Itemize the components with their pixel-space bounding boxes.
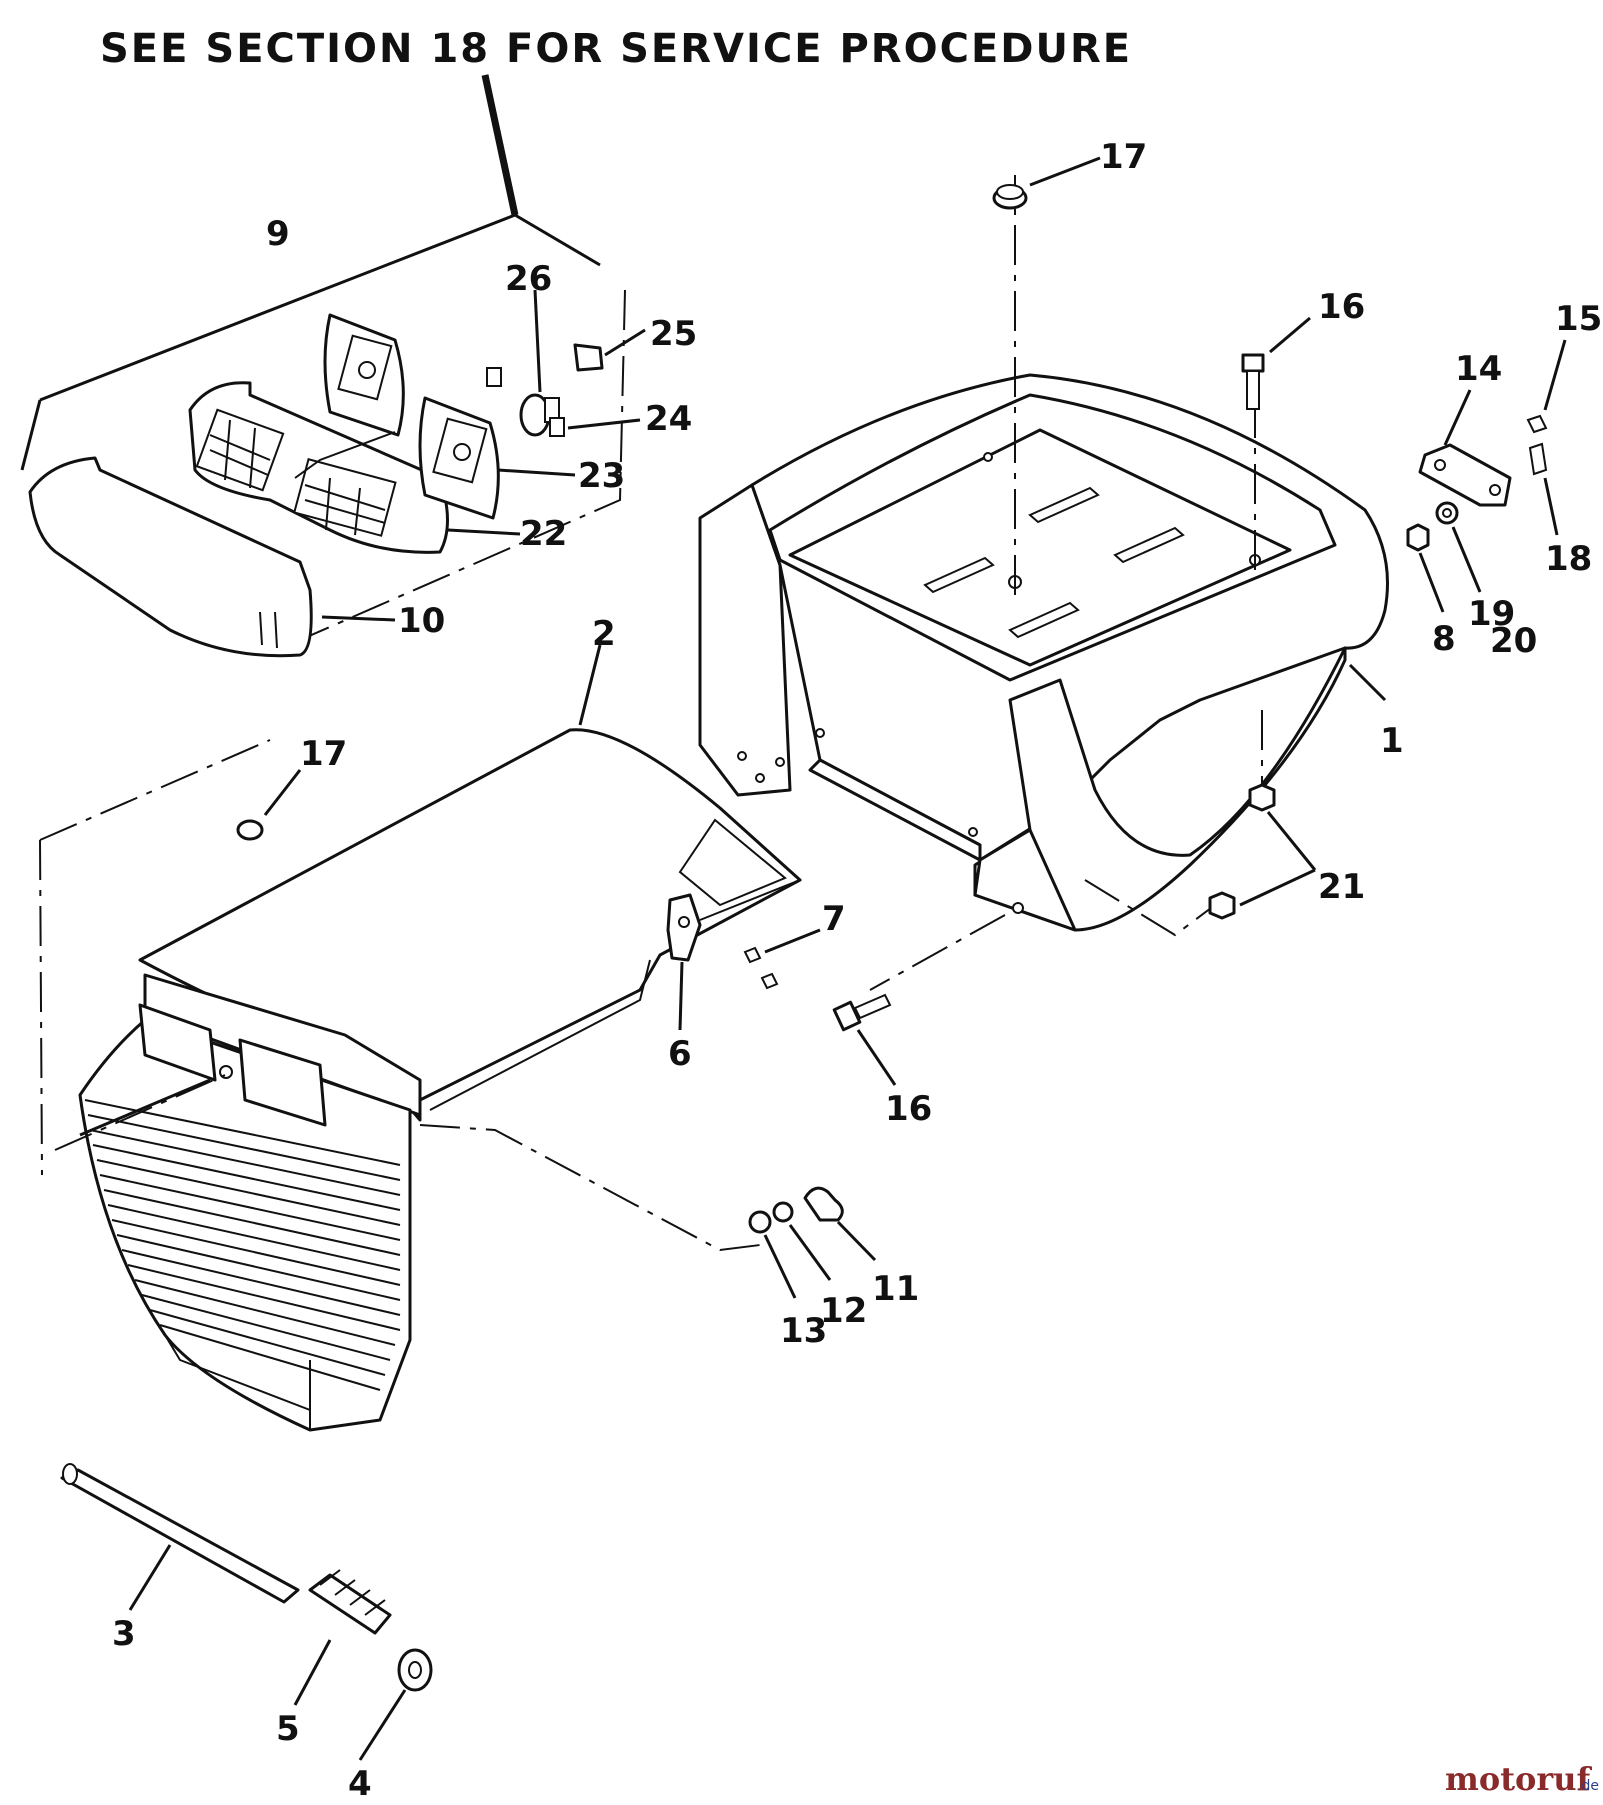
callout-14: 14	[1455, 349, 1502, 389]
nut-lower-part	[1208, 891, 1236, 920]
bolt-upper-shank	[1246, 370, 1260, 410]
group-bracket	[39, 213, 601, 402]
callout-21: 21	[1318, 867, 1365, 907]
callout-6: 6	[668, 1034, 692, 1074]
callout-16a: 16	[1318, 287, 1365, 327]
callout-26: 26	[505, 259, 552, 299]
screw-15-part	[1526, 414, 1548, 434]
bolt-lower-head	[832, 1000, 862, 1032]
fender-right-side	[973, 646, 1347, 932]
fender-slots	[923, 486, 1185, 639]
grille-lines	[84, 1099, 401, 1391]
callout-13: 13	[780, 1311, 827, 1351]
group-dash-outline	[299, 289, 626, 641]
group-bracket-left	[20, 399, 42, 471]
leader-lines	[79, 156, 1567, 1761]
screw-18-part	[1528, 442, 1548, 476]
watermark-suffix: .de	[1577, 1778, 1599, 1794]
callout-5: 5	[276, 1709, 300, 1749]
callout-10: 10	[398, 601, 445, 641]
callout-4: 4	[348, 1764, 372, 1800]
screw-b-part	[760, 972, 779, 990]
callout-labels: 17 16 15 14 18 19 20 8 1 21 25 26 24 23 …	[112, 137, 1602, 1804]
rod-part	[60, 1468, 300, 1604]
callout-3: 3	[112, 1614, 136, 1654]
callout-19: 19	[1468, 594, 1515, 634]
hood-dash-outline	[39, 739, 271, 1176]
callout-24: 24	[645, 399, 692, 439]
headlight-opening-left	[138, 1003, 217, 1082]
callout-17a: 17	[1100, 137, 1147, 177]
callout-8: 8	[1432, 619, 1456, 659]
plug-left-part	[236, 819, 264, 841]
hardware	[60, 184, 1548, 1692]
callout-23: 23	[578, 456, 625, 496]
nut-upper-part	[1248, 783, 1276, 812]
callout-15: 15	[1555, 299, 1602, 339]
callout-11: 11	[872, 1269, 919, 1309]
heading-text: SEE SECTION 18 FOR SERVICE PROCEDURE	[100, 26, 1132, 72]
screw-a-part	[743, 946, 762, 964]
bolt-upper-head	[1241, 353, 1265, 373]
callout-1: 1	[1380, 721, 1404, 761]
socket-part	[573, 343, 604, 372]
callout-18: 18	[1545, 539, 1592, 579]
heading-pointer	[481, 74, 519, 216]
watermark-name: motoruf	[1445, 1760, 1592, 1798]
washer-13-part	[748, 1210, 772, 1234]
clip-upper-part	[486, 367, 502, 387]
callout-9: 9	[266, 214, 290, 254]
hood-assembly	[39, 728, 802, 1432]
callout-12: 12	[820, 1291, 867, 1331]
lens-pattern	[209, 419, 386, 536]
light-kit-group	[20, 213, 626, 658]
nut-8-part	[1406, 523, 1430, 552]
callout-25: 25	[650, 314, 697, 354]
clip-lower-part	[549, 417, 565, 437]
headlight-opening-right	[238, 1038, 327, 1127]
wing-nut-part	[803, 1186, 844, 1222]
callout-17b: 17	[300, 734, 347, 774]
spring-part	[308, 1569, 392, 1635]
callout-7: 7	[822, 899, 846, 939]
fender-assembly	[698, 175, 1389, 991]
washer-12-part	[772, 1201, 794, 1223]
bezel-part	[28, 456, 313, 658]
watermark-logo: motoruf .de	[1445, 1760, 1599, 1798]
callout-20: 20	[1490, 621, 1537, 661]
plate-part	[1418, 443, 1512, 507]
callout-22: 22	[520, 514, 567, 554]
callout-16b: 16	[885, 1089, 932, 1129]
bolt-lower-shank	[853, 993, 892, 1020]
callout-2: 2	[592, 614, 616, 654]
